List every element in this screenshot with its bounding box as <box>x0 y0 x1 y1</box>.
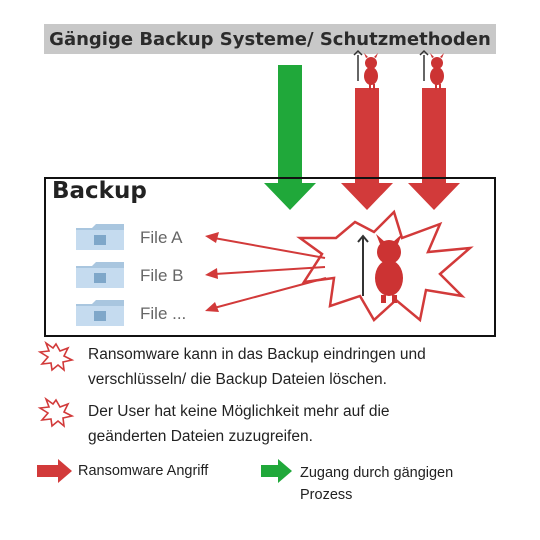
red-starburst-icon <box>37 396 75 428</box>
file-label-a: File A <box>140 228 183 247</box>
legend-green-label: Zugang durch gängigen Prozess <box>300 462 453 506</box>
red-attack-arrow-1 <box>341 88 393 210</box>
devil-icon <box>357 234 403 303</box>
red-attack-arrow-file-b <box>205 266 326 279</box>
note-line: verschlüsseln/ die Backup Dateien lösche… <box>88 371 387 388</box>
devil-icon <box>419 49 444 90</box>
red-attack-arrow-2 <box>408 88 460 210</box>
green-arrow-icon <box>261 459 292 483</box>
folder-icon <box>76 224 124 250</box>
folder-icon <box>76 262 124 288</box>
legend-green-line-2: Prozess <box>300 487 353 503</box>
backup-heading: Backup <box>52 178 147 204</box>
backup-container <box>44 177 496 337</box>
red-starburst-icon <box>37 340 75 372</box>
red-attack-arrow-file-c <box>205 277 327 312</box>
file-label-c: File ... <box>140 304 187 323</box>
file-label-b: File B <box>140 266 184 285</box>
note-line: Ransomware kann in das Backup eindringen… <box>88 346 426 363</box>
red-attack-arrow-file-a <box>205 232 326 259</box>
red-arrow-icon <box>37 459 72 483</box>
legend-green-line-1: Zugang durch gängigen <box>300 465 454 481</box>
note-user-access: Der User hat keine Möglichkeit mehr auf … <box>88 399 390 449</box>
green-access-arrow <box>264 65 316 210</box>
devil-icon <box>353 49 378 90</box>
folder-icon <box>76 300 124 326</box>
legend-red-label: Ransomware Angriff <box>78 463 209 479</box>
note-ransomware: Ransomware kann in das Backup eindringen… <box>88 342 426 392</box>
note-line: geänderten Dateien zuzugreifen. <box>88 428 313 445</box>
page-title: Gängige Backup Systeme/ Schutzmethoden <box>44 24 496 54</box>
note-line: Der User hat keine Möglichkeit mehr auf … <box>88 403 390 420</box>
